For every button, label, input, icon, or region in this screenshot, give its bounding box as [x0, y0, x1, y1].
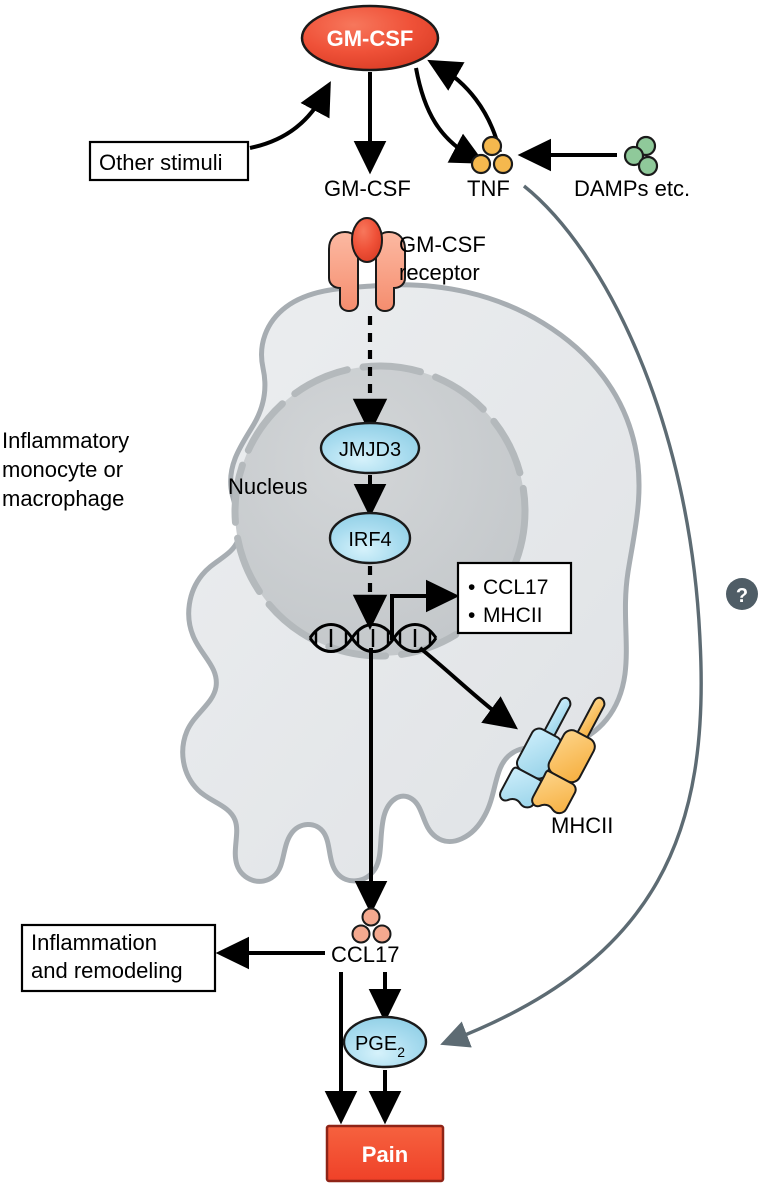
damps-label: DAMPs etc. [574, 176, 690, 201]
ccl17-label: CCL17 [331, 942, 399, 967]
question-mark-label: ? [736, 585, 748, 607]
gmcsf-ligand-label: GM-CSF [324, 176, 411, 201]
arrow-dna-to-mhcii [418, 646, 518, 730]
jmjd3-ellipse[interactable] [319, 421, 421, 475]
inflammation-label-line1: Inflammation [31, 930, 157, 955]
pge2-node[interactable]: PGE2 [342, 1015, 428, 1069]
arrow-gmcsf-to-tnf [414, 67, 485, 164]
other-stimuli-label: Other stimuli [99, 150, 222, 175]
gene-box-item-2: MHCII [483, 604, 543, 627]
mhcii-protein-icon [499, 696, 606, 815]
gene-box-bullet-1: • [468, 576, 475, 599]
pge2-main-label: PGE [355, 1033, 397, 1055]
cell-label-line1: Inflammatory [2, 428, 129, 453]
pain-box[interactable] [325, 1124, 445, 1183]
gene-box-item-1: CCL17 [483, 576, 548, 599]
inflammation-box: Inflammation and remodeling [20, 923, 217, 993]
irf4-label: IRF4 [348, 529, 391, 551]
tnf-label: TNF [467, 176, 510, 201]
tnf-cytokine-icon [470, 135, 514, 175]
receptor-label-line2: receptor [399, 260, 480, 285]
pain-label: Pain [362, 1142, 408, 1167]
irf4-node[interactable]: IRF4 [328, 511, 412, 565]
pge2-subscript: 2 [397, 1044, 405, 1060]
arrow-other-stimuli-to-gmcsf [249, 81, 331, 150]
ccl17-chemokine-icon [351, 907, 392, 944]
gm-csf-receptor-icon [328, 217, 406, 313]
cell-label-line3: macrophage [2, 486, 124, 511]
pge2-label: PGE2 [355, 1033, 405, 1060]
jmjd3-label: JMJD3 [339, 439, 401, 461]
pge2-ellipse[interactable] [342, 1015, 428, 1069]
question-badge-icon: ? [726, 578, 758, 610]
arrow-transcription-to-gene-box [390, 579, 460, 640]
damps-molecule-icon [623, 135, 659, 177]
gene-output-box: • CCL17 • MHCII [456, 561, 573, 635]
gm-csf-ellipse[interactable] [300, 4, 440, 72]
irf4-ellipse[interactable] [328, 511, 412, 565]
gene-box-bullet-2: • [468, 604, 475, 627]
inflammation-label-line2: and remodeling [31, 958, 183, 983]
other-stimuli-frame [88, 140, 250, 182]
nuclear-envelope [231, 362, 529, 660]
nucleus-label: Nucleus [228, 474, 307, 499]
pain-node[interactable]: Pain [325, 1124, 445, 1183]
gm-csf-node[interactable]: GM-CSF [300, 4, 440, 72]
jmjd3-node[interactable]: JMJD3 [319, 421, 421, 475]
gm-csf-label: GM-CSF [327, 26, 414, 51]
arrow-tnf-to-pge2-curve [440, 184, 703, 1048]
cell-label-line2: monocyte or [2, 457, 123, 482]
receptor-label-line1: GM-CSF [399, 232, 486, 257]
other-stimuli-box: Other stimuli [88, 140, 250, 182]
mhcii-protein-label: MHCII [551, 813, 613, 838]
inflammation-frame [20, 923, 217, 993]
gene-box-frame [456, 561, 573, 635]
